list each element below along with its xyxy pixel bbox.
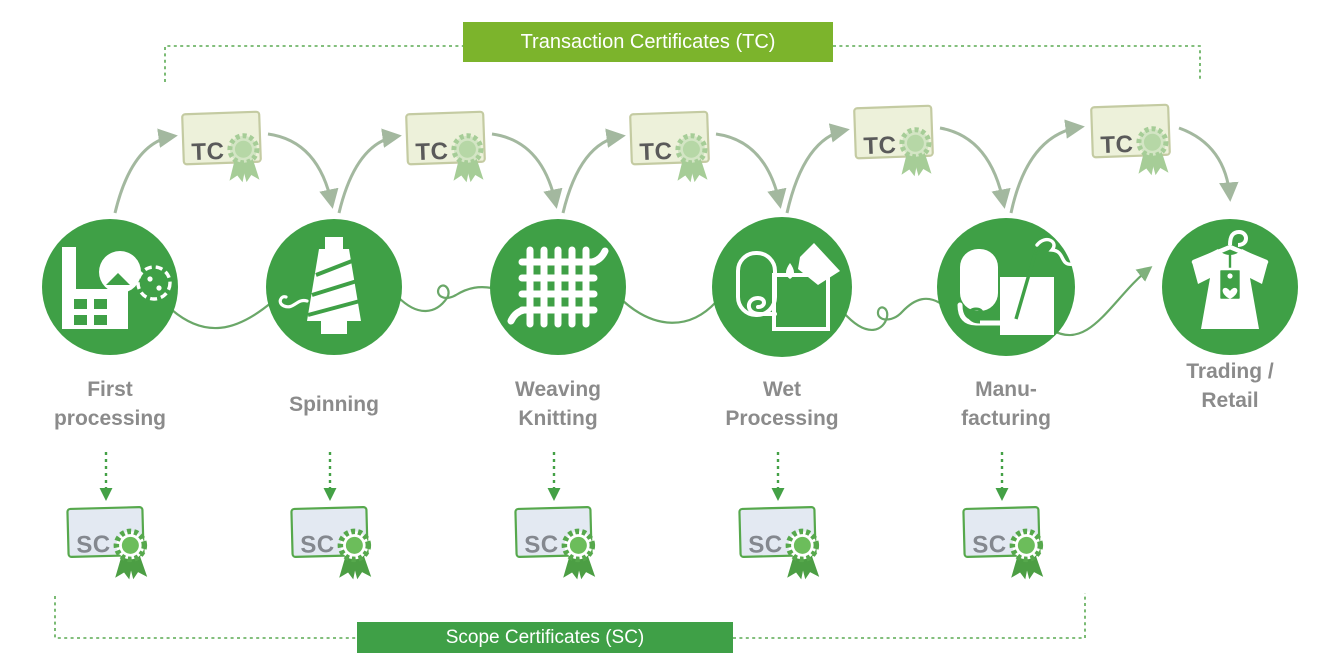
- tc-abbr: TC: [415, 138, 449, 166]
- stage-trading-retail: [1162, 219, 1298, 355]
- stage-label-trading-retail: Trading / Retail: [1186, 360, 1274, 412]
- transaction-certificates-banner: Transaction Certificates (TC): [463, 22, 833, 62]
- sc-certificate: SC: [290, 506, 372, 580]
- stage-label-manufacturing: Manu- facturing: [961, 378, 1051, 430]
- tc-certificates: TC TC TC TC: [181, 103, 1171, 183]
- stage-manufacturing: [937, 218, 1076, 356]
- factory-cotton-icon: [62, 247, 172, 329]
- tc-certificate: TC: [1090, 103, 1171, 176]
- tc-certificate: TC: [629, 110, 710, 183]
- transaction-certificates-banner-label: Transaction Certificates (TC): [520, 30, 776, 53]
- tc-certificate: TC: [181, 110, 262, 183]
- yarn-cone-icon: [278, 237, 361, 334]
- fabric-roll-flask-icon: [736, 243, 840, 331]
- scope-certificates-banner: Scope Certificates (SC): [357, 622, 733, 653]
- sc-abbr: SC: [748, 531, 783, 559]
- tc-abbr: TC: [863, 132, 897, 160]
- stage-spinning: [266, 219, 402, 355]
- sc-certificate: SC: [514, 506, 596, 580]
- tc-flow-arrows: [113, 119, 1239, 214]
- sc-certificate: SC: [66, 506, 148, 580]
- tc-bracket-dashed-line: [164, 45, 1201, 82]
- sc-certificate: SC: [962, 506, 1044, 580]
- sc-certificates: SC SC SC SC: [66, 506, 1044, 580]
- sc-certificate: SC: [738, 506, 820, 580]
- sc-abbr: SC: [972, 531, 1007, 559]
- sc-abbr: SC: [76, 531, 111, 559]
- woven-fabric-icon: [507, 246, 609, 328]
- shirt-hanger-tag-icon: [1191, 229, 1269, 329]
- tc-abbr: TC: [639, 138, 673, 166]
- stage-label-wet-processing: Wet Processing: [725, 378, 839, 430]
- fabric-roll-needle-icon: [957, 237, 1076, 335]
- scope-certificates-banner-label: Scope Certificates (SC): [445, 626, 645, 648]
- tc-abbr: TC: [191, 138, 225, 166]
- sc-dotted-arrows: [99, 452, 1009, 501]
- stage-label-first-processing: First processing: [53, 378, 167, 430]
- stage-label-weaving-knitting: Weaving Knitting: [515, 378, 601, 430]
- tc-certificate: TC: [405, 110, 486, 183]
- stage-weaving-knitting: [490, 219, 626, 355]
- stage-first-processing: [42, 219, 178, 355]
- tc-certificate: TC: [853, 104, 934, 177]
- sc-abbr: SC: [300, 531, 335, 559]
- sc-bracket-dashed-line: [54, 593, 1086, 639]
- thread-lines: [170, 266, 1153, 337]
- stage-wet-processing: [712, 217, 852, 357]
- stage-label-spinning: Spinning: [289, 392, 379, 416]
- sc-abbr: SC: [524, 531, 559, 559]
- tc-abbr: TC: [1100, 131, 1134, 159]
